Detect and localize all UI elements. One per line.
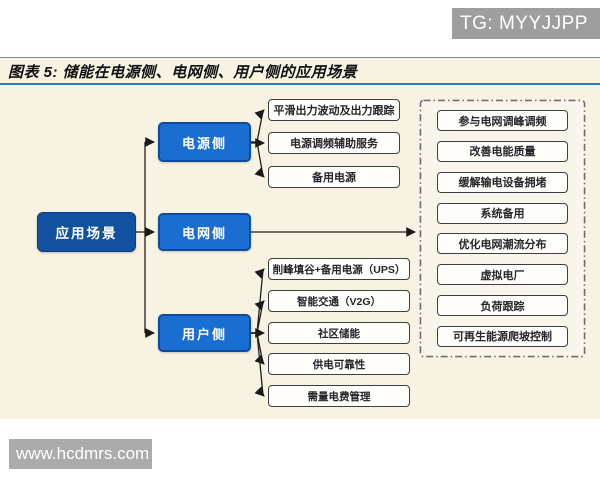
leaf-relieve-transmission-congestion: 缓解输电设备拥堵: [437, 171, 568, 193]
leaf-demand-charge-management: 需量电费管理: [268, 385, 410, 407]
leaf-community-storage: 社区储能: [268, 322, 410, 344]
leaf-backup-power: 备用电源: [268, 166, 400, 188]
leaf-smooth-output-tracking: 平滑出力波动及出力跟踪: [268, 99, 400, 121]
node-application-scenarios: 应用场景: [37, 212, 136, 252]
leaf-load-tracking: 负荷跟踪: [437, 295, 568, 317]
leaf-frequency-regulation-service: 电源调频辅助服务: [268, 132, 400, 154]
leaf-system-reserve: 系统备用: [437, 202, 568, 224]
figure-title: 图表 5: 储能在电源侧、电网侧、用户侧的应用场景: [8, 64, 358, 81]
grid-side-functions-panel: 参与电网调峰调频 改善电能质量 缓解输电设备拥堵 系统备用 优化电网潮流分布 虚…: [420, 100, 585, 357]
leaf-improve-power-quality: 改善电能质量: [437, 140, 568, 162]
leaf-smart-transport-v2g: 智能交通（V2G）: [268, 290, 410, 312]
node-power-source-side: 电源侧: [158, 122, 251, 162]
node-user-side: 用户侧: [158, 314, 251, 352]
leaf-supply-reliability: 供电可靠性: [268, 353, 410, 375]
leaf-peak-shaving-ups: 削峰填谷+备用电源（UPS）: [268, 258, 410, 280]
leaf-virtual-power-plant: 虚拟电厂: [437, 264, 568, 286]
leaf-renewable-ramp-control: 可再生能源爬坡控制: [437, 325, 568, 347]
leaf-peak-frequency-regulation: 参与电网调峰调频: [437, 110, 568, 131]
site-watermark: www.hcdmrs.com: [9, 439, 152, 469]
telegram-badge: TG: MYYJJPP: [452, 8, 600, 39]
title-underline-rule: [0, 83, 600, 85]
leaf-optimize-power-flow: 优化电网潮流分布: [437, 233, 568, 255]
node-grid-side: 电网侧: [158, 213, 251, 251]
